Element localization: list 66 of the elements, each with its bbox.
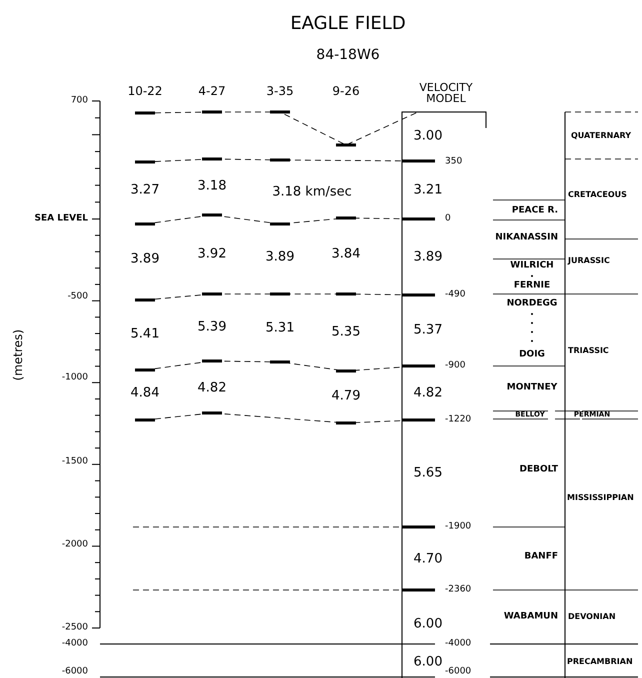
- well-label: 10-22: [128, 85, 162, 97]
- axis-tick-label: 700: [70, 96, 88, 106]
- velocity-value: 4.84: [130, 386, 160, 400]
- depth-label: -1900: [445, 522, 472, 532]
- axis-tick-label: -1500: [62, 458, 88, 466]
- formation-name: MONTNEY: [506, 384, 558, 392]
- period-name: JURASSIC: [568, 257, 610, 265]
- axis-tick-label: -4000: [62, 640, 88, 648]
- velocity-value: 5.39: [198, 320, 226, 334]
- chart-title: EAGLE FIELD: [290, 15, 406, 33]
- velocity-value: 4.82: [198, 382, 226, 394]
- velocity-value: 3.21: [414, 184, 442, 196]
- axis-tick-label: -2500: [62, 624, 88, 632]
- velocity-value: 3.89: [414, 250, 442, 264]
- formation-name: FERNIE: [514, 282, 550, 290]
- formation-name: DEBOLT: [519, 466, 558, 474]
- period-name: CRETACEOUS: [568, 191, 627, 199]
- formation-name: DOIG: [519, 350, 545, 360]
- period-name: QUATERNARY: [570, 132, 632, 140]
- velocity-value: 3.89: [266, 250, 294, 264]
- axis-tick-label: SEA LEVEL: [34, 214, 88, 224]
- formation-name: BANFF: [524, 552, 558, 562]
- depth-label: -900: [445, 362, 466, 370]
- formation-name: WILRICH: [510, 262, 554, 270]
- velocity-value: 3.27: [130, 184, 160, 196]
- velocity-value: 5.41: [130, 328, 160, 340]
- period-name: DEVONIAN: [568, 613, 616, 621]
- depth-label: -1220: [445, 416, 472, 424]
- formation-name: NORDEGG: [506, 300, 558, 308]
- velocity-value: 6.00: [414, 618, 442, 630]
- depth-label: -4000: [445, 640, 472, 648]
- axis-tick-label: -1000: [62, 374, 88, 382]
- period-name: PRECAMBRIAN: [567, 658, 633, 666]
- axis-tick-label: -2000: [62, 540, 88, 550]
- velocity-value: 5.37: [414, 324, 442, 336]
- velocity-value: 3.00: [414, 130, 442, 142]
- velocity-value: 4.82: [414, 386, 442, 400]
- velocity-value: 3.84: [332, 248, 360, 260]
- velocity-value: 3.89: [130, 252, 160, 266]
- velocity-value: 6.00: [414, 656, 442, 668]
- column-heading: VELOCITY MODEL: [418, 82, 474, 104]
- depth-label: -490: [445, 290, 466, 300]
- depth-label: -6000: [445, 668, 472, 676]
- velocity-value: 4.70: [414, 552, 442, 566]
- formation-name: WABAMUN: [504, 612, 558, 622]
- well-label: 3-35: [266, 85, 294, 97]
- velocity-value: 5.65: [414, 466, 442, 480]
- velocity-value: 5.35: [332, 326, 360, 338]
- well-label: 4-27: [198, 85, 226, 97]
- well-label: 9-26: [332, 85, 360, 97]
- velocity-value: 4.79: [332, 390, 360, 402]
- depth-label: -2360: [445, 586, 472, 594]
- velocity-value: 3.18: [198, 180, 226, 192]
- period-name: MISSISSIPPIAN: [567, 494, 634, 502]
- chart-subtitle: 84-18W6: [316, 48, 380, 62]
- axis-tick-label: -500: [68, 292, 88, 302]
- formation-name: NIKANASSIN: [495, 234, 558, 242]
- velocity-value: 5.31: [266, 322, 294, 334]
- period-name: TRIASSIC: [568, 347, 609, 355]
- formation-name: PEACE R.: [512, 206, 558, 216]
- depth-label: 0: [445, 214, 451, 224]
- depth-label: 350: [445, 158, 462, 166]
- velocity-value: 3.18 km/sec: [272, 186, 352, 198]
- velocity-value: 3.92: [198, 248, 226, 260]
- axis-tick-label: -6000: [62, 668, 88, 676]
- axis-title: (metres): [12, 329, 24, 381]
